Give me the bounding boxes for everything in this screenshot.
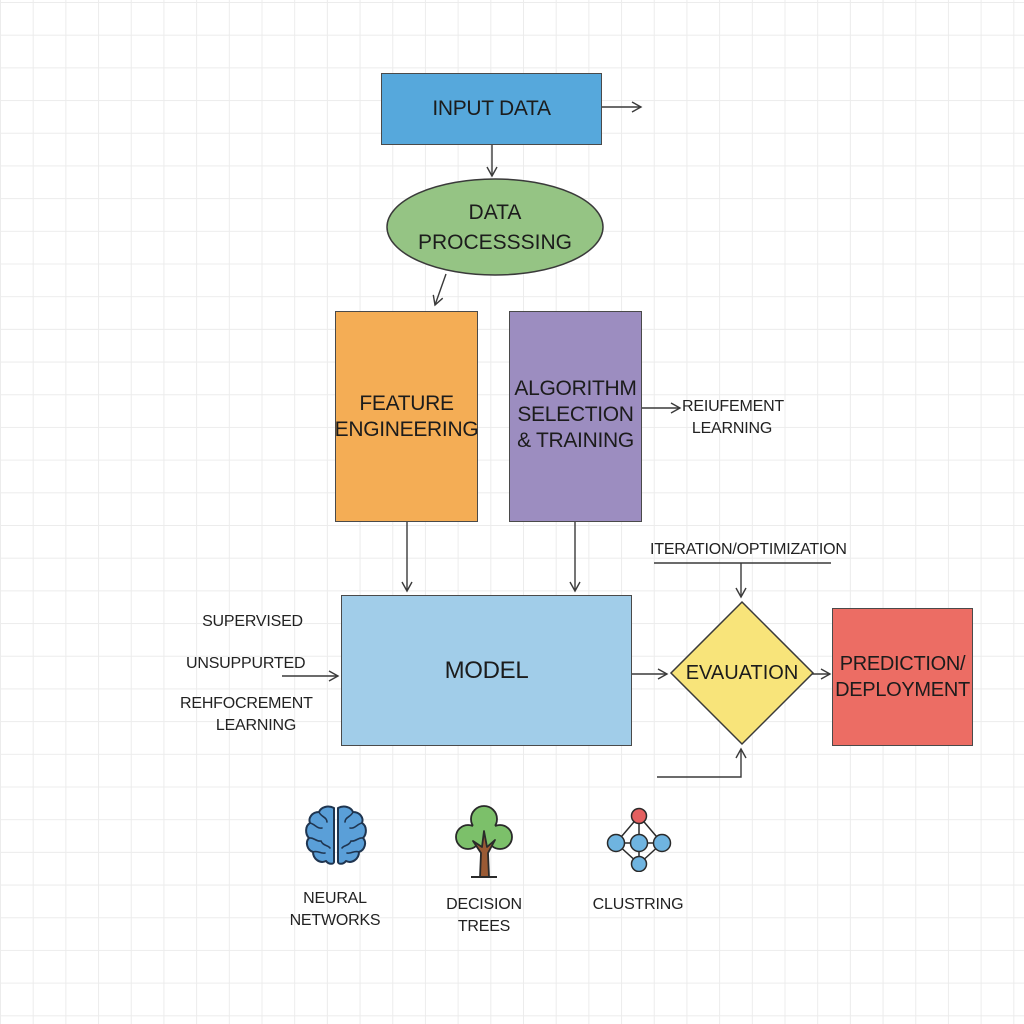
- arrow-feedback-to-evaluation: [657, 747, 747, 778]
- feature-engineering-label-1: FEATURE: [359, 391, 454, 415]
- decision-trees-label: DECISION TREES: [446, 896, 522, 935]
- reinforcement-left-line-2: LEARNING: [215, 717, 297, 734]
- prediction-deployment-node[interactable]: PREDICTION/ DEPLOYMENT: [832, 608, 973, 746]
- model-node[interactable]: MODEL: [341, 595, 632, 746]
- reinforcement-learning-left-label: REHFOCREMENT LEARNING: [180, 693, 313, 737]
- input-data-label: INPUT DATA: [432, 97, 551, 120]
- evaluation-diamond: [669, 600, 815, 746]
- cluster-graph-icon: [606, 807, 672, 872]
- algorithm-selection-label-2: SELECTION: [517, 403, 634, 426]
- reinforcement-right-line-1: REIUFEMENT: [682, 398, 785, 415]
- algorithm-selection-label-1: ALGORITHM: [514, 377, 637, 400]
- feature-engineering-node[interactable]: FEATURE ENGINEERING: [334, 311, 479, 522]
- iteration-optimization-label: ITERATION/OPTIMIZATION: [650, 541, 847, 558]
- brain-icon: [305, 805, 367, 865]
- data-processing-shape: [386, 178, 604, 276]
- evaluation-node[interactable]: EVAUATION: [671, 602, 813, 744]
- model-label: MODEL: [444, 656, 529, 684]
- reinforcement-left-line-1: REHFOCREMENT: [180, 695, 313, 712]
- prediction-label-1: PREDICTION/: [839, 653, 966, 675]
- reinforcement-learning-right-label: REIUFEMENT LEARNING: [682, 396, 785, 440]
- reinforcement-right-line-2: LEARNING: [691, 420, 773, 437]
- algorithm-selection-label-3: & TRAINING: [517, 429, 634, 452]
- prediction-label-2: DEPLOYMENT: [835, 679, 970, 701]
- arrow-processing-to-feature: [432, 273, 447, 307]
- data-processing-label-1: DATA: [468, 201, 522, 224]
- clustering-label: CLUSTRING: [592, 896, 684, 913]
- supervised-label: SUPERVISED: [202, 613, 303, 630]
- unsupervised-label: UNSUPPURTED: [186, 655, 306, 672]
- evaluation-label: EVAUATION: [685, 662, 799, 684]
- tree-icon: [455, 805, 513, 878]
- feature-engineering-label-2: ENGINEERING: [334, 417, 479, 441]
- neural-networks-label: NEURAL NETWORKS: [285, 888, 385, 932]
- algorithm-selection-node[interactable]: ALGORITHM SELECTION & TRAINING: [509, 311, 642, 522]
- neural-networks-line-1: NEURAL: [303, 890, 367, 907]
- neural-networks-line-2: NETWORKS: [289, 912, 381, 929]
- input-data-node[interactable]: INPUT DATA: [381, 73, 602, 145]
- data-processing-node[interactable]: DATA PROCESSSING: [387, 180, 603, 276]
- data-processing-label-2: PROCESSSING: [417, 231, 573, 254]
